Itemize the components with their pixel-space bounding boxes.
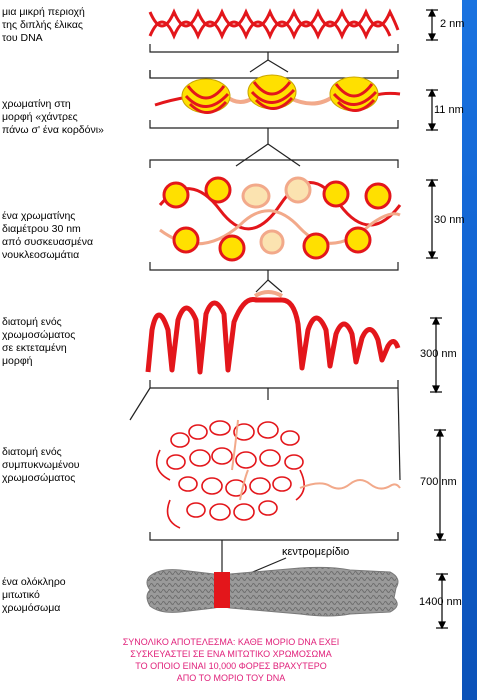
nucleosome-3 xyxy=(330,77,378,111)
nucleosome-2 xyxy=(248,75,296,109)
label-condensed-chromosome: διατομή ενός συμπυκνωμένου χρωμοσώματος xyxy=(2,446,80,485)
zoom-connector-2 xyxy=(150,120,398,168)
centromere xyxy=(214,572,230,608)
dna-double-helix xyxy=(150,12,398,36)
nucleosome-1 xyxy=(182,79,230,113)
scale-300nm: 300 nm xyxy=(420,348,457,360)
label-dna-helix: μια μικρή περιοχή της διπλής έλικας του … xyxy=(2,6,85,45)
label-mitotic-chromosome: ένα ολόκληρο μιτωτικό χρωμόσωμα xyxy=(2,576,66,615)
scale-bars xyxy=(426,10,448,628)
scale-700nm: 700 nm xyxy=(420,476,457,488)
label-30nm-fiber: ένα χρωματίνης διαμέτρου 30 nm από συσκε… xyxy=(2,210,93,262)
summary-line-4: ΑΠΟ ΤΟ ΜΟΡΙΟ ΤΟΥ DNA xyxy=(0,672,462,684)
scale-1400nm: 1400 nm xyxy=(419,596,462,608)
summary-text: ΣΥΝΟΛΙΚΟ ΑΠΟΤΕΛΕΣΜΑ: ΚΑΘΕ ΜΟΡΙΟ DNA ΕΧΕΙ… xyxy=(0,636,462,684)
chromatin-fiber-30nm xyxy=(160,178,400,260)
mitotic-chromosome xyxy=(147,567,398,616)
extended-chromosome-loops xyxy=(148,292,398,372)
zoom-connector-3 xyxy=(150,262,398,292)
summary-line-3: ΤΟ ΟΠΟΙΟ ΕΙΝΑΙ 10,000 ΦΟΡΕΣ ΒΡΑΧΥΤΕΡΟ xyxy=(0,660,462,672)
scale-11nm: 11 nm xyxy=(434,104,464,116)
zoom-connector-5 xyxy=(150,532,398,574)
label-extended-chromosome: διατομή ενός χρωμοσώματος σε εκτεταμένη … xyxy=(2,316,75,368)
zoom-connector-1 xyxy=(150,44,398,72)
scale-30nm: 30 nm xyxy=(434,214,465,226)
condensed-chromosome xyxy=(157,420,400,528)
centromere-label: κεντρομερίδιο xyxy=(282,546,349,558)
label-beads-on-string: χρωματίνη στη μορφή «χάντρες πάνω σ' ένα… xyxy=(2,98,104,137)
summary-line-2: ΣΥΣΚΕΥΑΣΤΕΙ ΣΕ ΕΝΑ ΜΙΤΩΤΙΚΟ ΧΡΩΜΟΣΩΜΑ xyxy=(0,648,462,660)
summary-line-1: ΣΥΝΟΛΙΚΟ ΑΠΟΤΕΛΕΣΜΑ: ΚΑΘΕ ΜΟΡΙΟ DNA ΕΧΕΙ xyxy=(0,636,462,648)
beads-on-string xyxy=(155,75,400,113)
scale-2nm: 2 nm xyxy=(440,18,464,30)
